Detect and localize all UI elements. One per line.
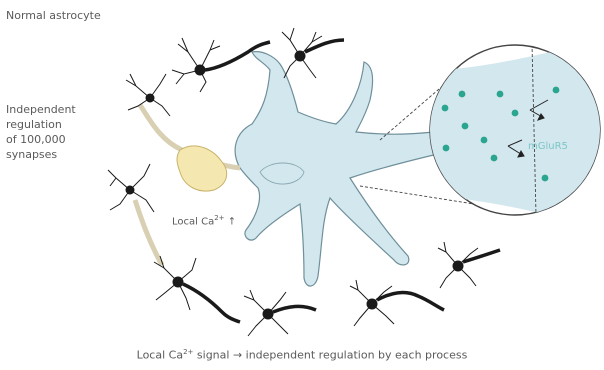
neuron-bottom-middle bbox=[244, 290, 316, 336]
dot bbox=[542, 175, 549, 182]
caption-suffix: signal → independent regulation by each … bbox=[193, 349, 467, 362]
dot bbox=[553, 87, 560, 94]
neuron-bottom-right bbox=[350, 280, 444, 326]
local-calcium-label: Local Ca2+ ↑ bbox=[172, 211, 236, 229]
label-line: of 100,000 bbox=[6, 132, 126, 147]
dot bbox=[443, 145, 450, 152]
calcium-up-arrow: ↑ bbox=[228, 216, 236, 227]
label-line: Independent bbox=[6, 102, 126, 117]
label-line: synapses bbox=[6, 147, 126, 162]
dot bbox=[462, 123, 469, 130]
calcium-prefix: Local Ca bbox=[172, 216, 214, 227]
receptor-label: mGluR5 bbox=[528, 139, 568, 154]
figure-caption: Local Ca2+ signal → independent regulati… bbox=[0, 345, 604, 363]
neuron-left-lower bbox=[108, 164, 154, 212]
neuron-bottom-left bbox=[154, 256, 240, 322]
dot bbox=[497, 91, 504, 98]
caption-superscript: 2+ bbox=[183, 348, 193, 356]
calcium-superscript: 2+ bbox=[214, 214, 224, 222]
neuron-axon-left-2 bbox=[135, 200, 162, 265]
astrocyte-cell bbox=[235, 52, 455, 286]
neuron-top-left bbox=[172, 38, 270, 92]
dot bbox=[481, 137, 488, 144]
caption-prefix: Local Ca bbox=[137, 349, 183, 362]
synapse-highlight bbox=[177, 146, 227, 191]
dot bbox=[491, 155, 498, 162]
dot bbox=[512, 110, 519, 117]
dot bbox=[459, 91, 466, 98]
neuron-far-right bbox=[438, 242, 500, 288]
label-line: regulation bbox=[6, 117, 126, 132]
neuron-left-upper bbox=[126, 74, 170, 116]
neuron-top-middle bbox=[282, 28, 344, 78]
dot bbox=[442, 105, 449, 112]
independent-regulation-label: Independent regulation of 100,000 synaps… bbox=[6, 102, 126, 162]
diagram-title: Normal astrocyte bbox=[6, 8, 101, 23]
